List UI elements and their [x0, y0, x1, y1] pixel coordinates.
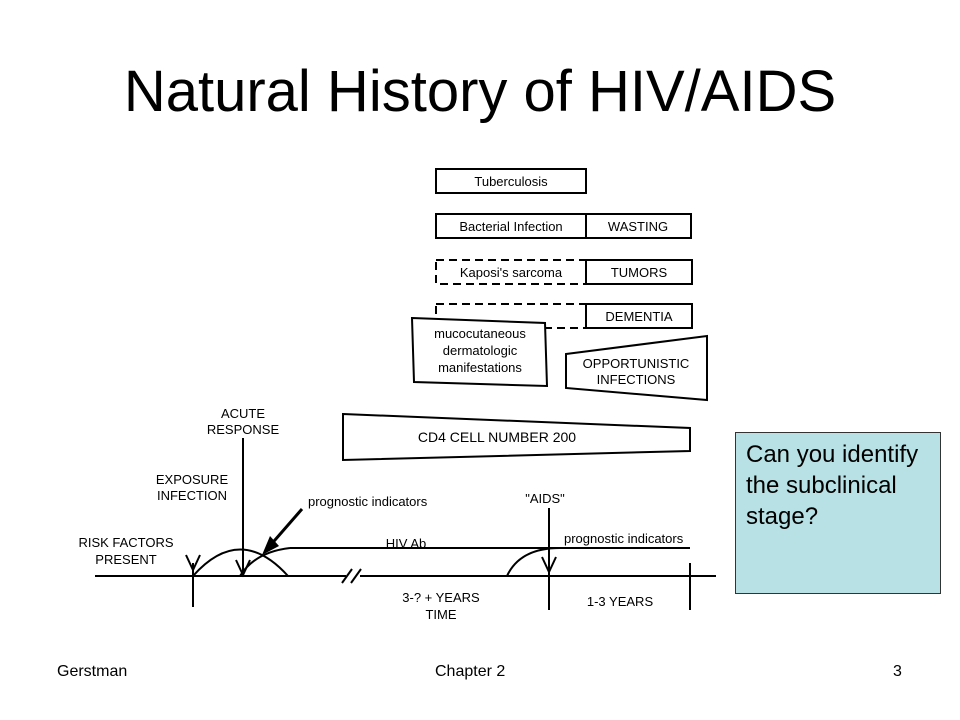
slide-title: Natural History of HIV/AIDS — [123, 59, 837, 124]
years-time-label: 3-? + YEARS TIME — [402, 590, 480, 622]
svg-text:ACUTE: ACUTE — [221, 406, 265, 421]
timeline-curves — [185, 438, 690, 578]
svg-text:Bacterial Infection: Bacterial Infection — [459, 219, 562, 234]
svg-text:RESPONSE: RESPONSE — [207, 422, 280, 437]
late-years-label: 1-3 YEARS — [587, 594, 654, 609]
footer-chapter: Chapter 2 — [435, 663, 506, 680]
svg-text:TUMORS: TUMORS — [611, 265, 668, 280]
footer-page-number: 3 — [893, 663, 902, 680]
svg-text:manifestations: manifestations — [438, 360, 522, 375]
svg-text:Tuberculosis: Tuberculosis — [474, 174, 548, 189]
svg-text:CD4 CELL NUMBER 200: CD4 CELL NUMBER 200 — [418, 429, 576, 445]
cd4-cell-box: CD4 CELL NUMBER 200 — [342, 412, 691, 462]
tuberculosis-box: Tuberculosis — [435, 168, 587, 194]
prognostic-arrow — [262, 508, 304, 555]
acute-response-label: ACUTE RESPONSE — [207, 406, 280, 437]
wasting-box: WASTING — [585, 213, 692, 239]
prognostic-indicators-label: prognostic indicators — [308, 494, 428, 509]
mucocutaneous-box: mucocutaneous dermatologic manifestation… — [410, 316, 549, 388]
prognostic-indicators-late-label: prognostic indicators — [564, 531, 684, 546]
svg-text:RISK FACTORS: RISK FACTORS — [78, 535, 173, 550]
exposure-infection-label: EXPOSURE INFECTION — [156, 472, 229, 503]
kaposis-sarcoma-box: Kaposi's sarcoma — [435, 259, 587, 285]
svg-text:dermatologic: dermatologic — [443, 343, 518, 358]
subclinical-question-box: Can you identify the subclinical stage? — [735, 432, 941, 594]
svg-text:Kaposi's sarcoma: Kaposi's sarcoma — [460, 265, 563, 280]
opportunistic-infections-box: OPPORTUNISTIC INFECTIONS — [565, 334, 708, 402]
svg-text:OPPORTUNISTIC: OPPORTUNISTIC — [583, 356, 690, 371]
svg-text:EXPOSURE: EXPOSURE — [156, 472, 229, 487]
svg-text:mucocutaneous: mucocutaneous — [434, 326, 526, 341]
svg-text:TIME: TIME — [425, 607, 456, 622]
footer-author: Gerstman — [57, 663, 128, 680]
risk-factors-label: RISK FACTORS PRESENT — [78, 535, 173, 567]
svg-text:INFECTION: INFECTION — [157, 488, 227, 503]
aids-label: "AIDS" — [525, 491, 565, 506]
tumors-box: TUMORS — [585, 259, 693, 285]
bacterial-infection-box: Bacterial Infection — [435, 213, 587, 239]
svg-text:INFECTIONS: INFECTIONS — [597, 372, 676, 387]
svg-text:3-? + YEARS: 3-? + YEARS — [402, 590, 480, 605]
svg-text:DEMENTIA: DEMENTIA — [605, 309, 673, 324]
dementia-box: DEMENTIA — [585, 303, 693, 329]
svg-text:PRESENT: PRESENT — [95, 552, 156, 567]
subclinical-question-text: Can you identify the subclinical stage? — [746, 441, 919, 530]
svg-text:WASTING: WASTING — [608, 219, 668, 234]
